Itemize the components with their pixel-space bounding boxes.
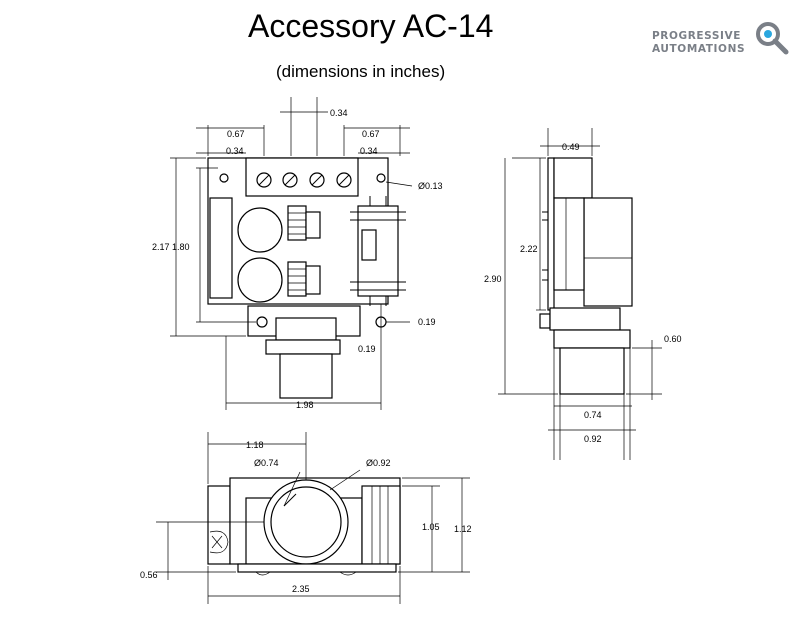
- side-view-heatsink: [583, 197, 633, 307]
- top-view: 0.34 0.67 0.67 0.34 0.34 Ø0.13 2.17 1.80…: [152, 97, 443, 410]
- side-view-knob: [559, 347, 625, 395]
- front-view-base: [237, 563, 397, 573]
- dim-2.17-1.80: 2.17 1.80: [152, 242, 190, 252]
- side-view-nut: [553, 329, 631, 349]
- page-title: Accessory AC-14: [248, 8, 494, 44]
- dim-0.19-right: 0.19: [418, 317, 436, 327]
- top-view-dimension-lines: [170, 97, 413, 410]
- dim-0.56: 0.56: [140, 570, 158, 580]
- heatsink-right: [350, 196, 406, 306]
- mount-hole-top-left: [219, 173, 229, 183]
- logo-text-line1: PROGRESSIVE: [652, 30, 742, 42]
- dim-0.60: 0.60: [664, 334, 682, 344]
- dim-2.90: 2.90: [484, 274, 502, 284]
- heatsink-middle-upper: [287, 205, 321, 241]
- dim-1.98: 1.98: [296, 400, 314, 410]
- terminal-screws: [256, 172, 352, 188]
- dim-0.34-right: 0.34: [360, 146, 378, 156]
- capacitor-lower: [237, 257, 283, 303]
- potentiometer-nut: [265, 339, 341, 355]
- dim-0.92: 0.92: [584, 434, 602, 444]
- side-view-capacitor: [553, 197, 585, 291]
- capacitor-upper: [237, 207, 283, 253]
- dim-hole-diameter: Ø0.13: [418, 181, 443, 191]
- logo-text-line2: AUTOMATIONS: [652, 43, 746, 55]
- front-view-heatsink: [361, 485, 401, 565]
- dim-2.22: 2.22: [520, 244, 538, 254]
- front-view-dimension-lines: [156, 432, 470, 604]
- dim-0.67-right: 0.67: [362, 129, 380, 139]
- dim-knob-diameter-0.74: Ø0.74: [254, 458, 279, 468]
- mount-hole-bottom-left: [256, 316, 268, 328]
- knob-indicator: [283, 493, 297, 507]
- dim-1.12: 1.12: [454, 524, 472, 534]
- dim-1.18: 1.18: [246, 440, 264, 450]
- magnifier-logo-icon: [756, 22, 789, 55]
- page-subtitle: (dimensions in inches): [276, 62, 446, 81]
- side-view-screw: [539, 313, 551, 329]
- dim-0.19-bottom: 0.19: [358, 344, 376, 354]
- mount-hole-top-right: [376, 173, 386, 183]
- heatsink-middle-lower: [287, 261, 321, 297]
- dim-1.05: 1.05: [422, 522, 440, 532]
- dim-0.34-top: 0.34: [330, 108, 348, 118]
- potentiometer-knob: [279, 353, 333, 399]
- dim-2.35: 2.35: [292, 584, 310, 594]
- side-view-dimension-lines: [498, 128, 662, 460]
- knob-inner-circle: [270, 486, 342, 558]
- dim-0.67-left: 0.67: [227, 129, 245, 139]
- dim-0.49: 0.49: [562, 142, 580, 152]
- dim-knob-diameter-0.92: Ø0.92: [366, 458, 391, 468]
- side-view-terminal: [553, 157, 593, 199]
- side-view-mount-plate: [549, 307, 621, 331]
- left-bracket: [209, 197, 233, 299]
- side-view: 0.49 2.22 2.90 0.60 0.74 0.92: [484, 128, 682, 460]
- front-view: 1.18 Ø0.74 Ø0.92 1.05 1.12 0.56 2.35: [140, 432, 472, 604]
- company-logo: PROGRESSIVE AUTOMATIONS: [652, 18, 792, 68]
- side-view-board: [547, 157, 555, 311]
- dim-0.74: 0.74: [584, 410, 602, 420]
- potentiometer-body: [275, 317, 337, 341]
- dim-0.34-left: 0.34: [226, 146, 244, 156]
